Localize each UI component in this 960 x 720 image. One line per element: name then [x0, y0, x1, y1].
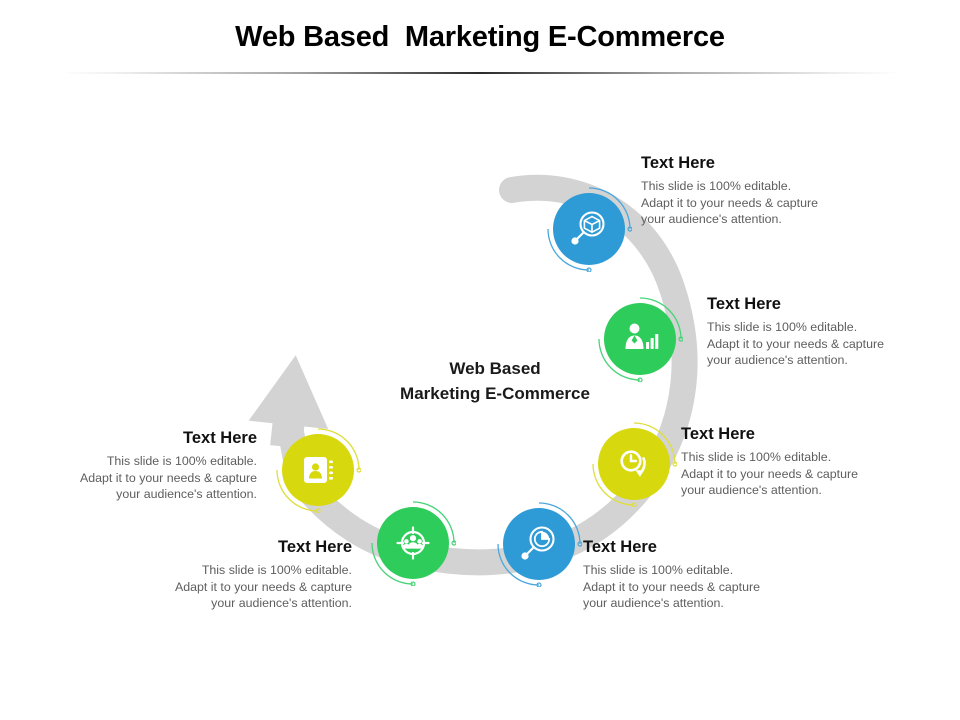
text-block-4-body: This slide is 100% editable. Adapt it to… — [583, 562, 813, 612]
node-ring-decoration — [276, 428, 361, 513]
text-block-3-heading: Text Here — [681, 425, 755, 443]
text-block-4-line-2: Adapt it to your needs & capture — [583, 579, 761, 594]
text-block-1-body: This slide is 100% editable. Adapt it to… — [641, 178, 871, 228]
text-block-5-heading: Text Here — [278, 538, 352, 556]
person-bar-chart-icon — [604, 303, 676, 375]
text-block-3-line-2: Adapt it to your needs & capture — [681, 466, 859, 481]
center-label: Web Based Marketing E-Commerce — [355, 356, 635, 406]
text-block-5-line-3: your audience's attention. — [211, 596, 352, 610]
center-label-line-1: Web Based — [449, 359, 541, 378]
text-block-2-line-3: your audience's attention. — [707, 353, 848, 367]
text-block-1-line-1: This slide is 100% editable. — [641, 179, 792, 193]
node-ring-decoration — [371, 501, 456, 586]
text-block-1-line-3: your audience's attention. — [641, 212, 782, 226]
node-disc — [553, 193, 625, 265]
page-title: Web Based Marketing E-Commerce — [235, 21, 725, 53]
node-disc — [598, 428, 670, 500]
target-audience-icon — [377, 507, 449, 579]
node-ring-decoration — [598, 297, 683, 382]
text-block-6-heading: Text Here — [183, 429, 257, 447]
node-ring-decoration — [547, 187, 632, 272]
text-block-2-heading: Text Here — [707, 295, 781, 313]
text-block-6-body: This slide is 100% editable. Adapt it to… — [35, 453, 257, 503]
text-block-5-line-2: Adapt it to your needs & capture — [174, 579, 352, 594]
ribbon-arrow-head — [248, 355, 329, 449]
node-ring-decoration — [497, 502, 582, 587]
node-ring-decoration — [592, 422, 677, 507]
text-block-4-line-1: This slide is 100% editable. — [583, 563, 734, 577]
text-block-3-body: This slide is 100% editable. Adapt it to… — [681, 449, 911, 499]
node-address-book[interactable] — [275, 427, 361, 513]
pie-chart-search-icon — [503, 508, 575, 580]
node-person-bar-chart[interactable] — [597, 296, 683, 382]
text-block-2-body: This slide is 100% editable. Adapt it to… — [707, 319, 937, 369]
node-target-audience[interactable] — [370, 500, 456, 586]
text-block-4-line-3: your audience's attention. — [583, 596, 724, 610]
text-block-5-body: This slide is 100% editable. Adapt it to… — [130, 562, 352, 612]
node-package-search[interactable] — [546, 186, 632, 272]
text-block-6-line-2: Adapt it to your needs & capture — [79, 470, 257, 485]
text-block-3: Text Here This slide is 100% editable. A… — [681, 424, 911, 499]
text-block-6-line-1: This slide is 100% editable. — [106, 454, 257, 468]
text-block-5-line-1: This slide is 100% editable. — [201, 563, 352, 577]
text-block-4-heading: Text Here — [583, 538, 657, 556]
text-block-1-line-2: Adapt it to your needs & capture — [641, 195, 819, 210]
text-block-4: Text Here This slide is 100% editable. A… — [583, 537, 813, 612]
title-divider — [60, 72, 900, 74]
text-block-3-line-3: your audience's attention. — [681, 483, 822, 497]
text-block-1: Text Here This slide is 100% editable. A… — [641, 153, 871, 228]
text-block-6: Text Here This slide is 100% editable. A… — [35, 428, 257, 503]
text-block-2-line-1: This slide is 100% editable. — [707, 320, 858, 334]
node-clock-history[interactable] — [591, 421, 677, 507]
text-block-3-line-1: This slide is 100% editable. — [681, 450, 832, 464]
text-block-2: Text Here This slide is 100% editable. A… — [707, 294, 937, 369]
package-search-icon — [553, 193, 625, 265]
node-pie-chart-search[interactable] — [496, 501, 582, 587]
text-block-1-heading: Text Here — [641, 154, 715, 172]
text-block-2-line-2: Adapt it to your needs & capture — [707, 336, 885, 351]
center-label-line-2: Marketing E-Commerce — [400, 384, 590, 403]
text-block-5: Text Here This slide is 100% editable. A… — [130, 537, 352, 612]
text-block-6-line-3: your audience's attention. — [116, 487, 257, 501]
clock-history-icon — [598, 428, 670, 500]
node-disc — [503, 508, 575, 580]
address-book-icon — [282, 434, 354, 506]
